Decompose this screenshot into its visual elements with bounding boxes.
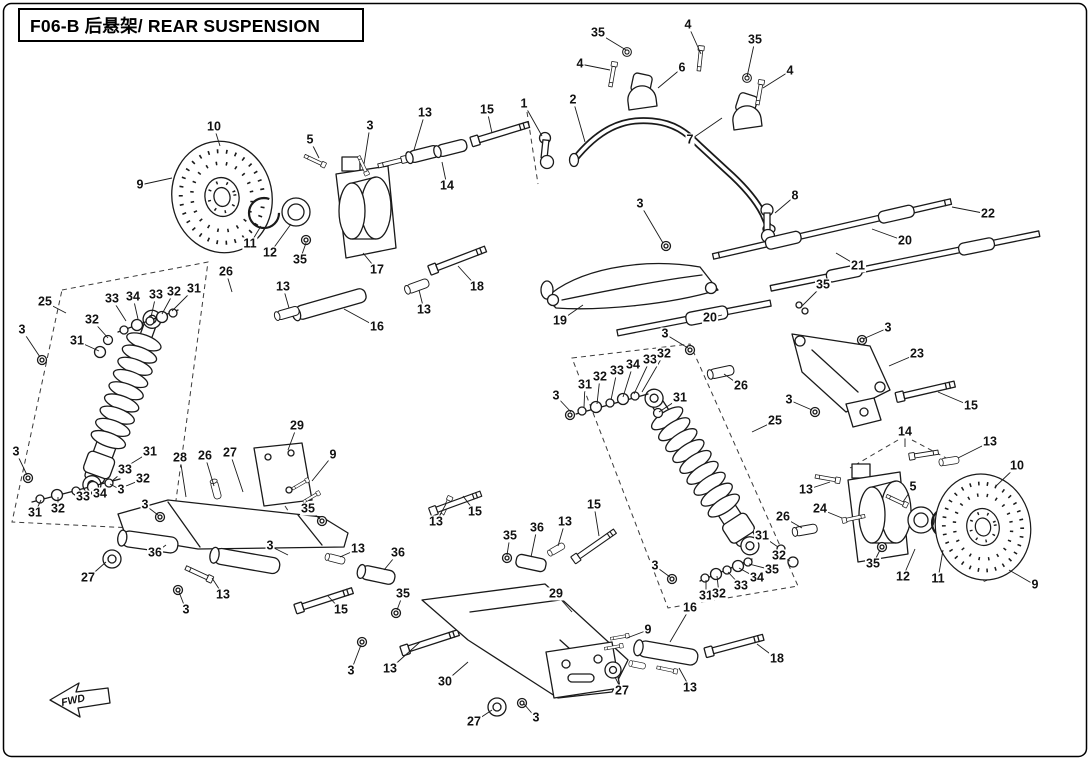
rear-knuckle-right <box>791 448 1013 583</box>
sway-bar <box>568 117 776 235</box>
upper-arm-19 <box>540 263 719 310</box>
shock-hardware-left-top <box>36 308 179 366</box>
fwd-arrow: FWD <box>49 682 111 718</box>
shock-hardware-center-bottom <box>666 544 799 585</box>
rear-knuckle-left <box>247 153 397 259</box>
trailing-arm-left <box>102 442 461 657</box>
pivot-tube-16-left <box>272 243 488 322</box>
shock-absorber-center <box>633 380 771 564</box>
sway-bar-clamps <box>607 45 766 131</box>
brake-disc-right <box>923 463 1043 591</box>
upper-arm-23 <box>706 301 957 428</box>
page-title: F06-B 后悬架/ REAR SUSPENSION <box>30 15 321 36</box>
linkage-rod-upper <box>711 198 953 260</box>
trailing-arm-center <box>421 488 766 717</box>
fwd-label: FWD <box>60 692 86 709</box>
shock-hardware-center-top <box>564 391 664 421</box>
fasteners-top-left <box>376 119 531 170</box>
linkage-rod-lower <box>769 230 1041 292</box>
title-box: F06-B 后悬架/ REAR SUSPENSION <box>18 8 364 42</box>
